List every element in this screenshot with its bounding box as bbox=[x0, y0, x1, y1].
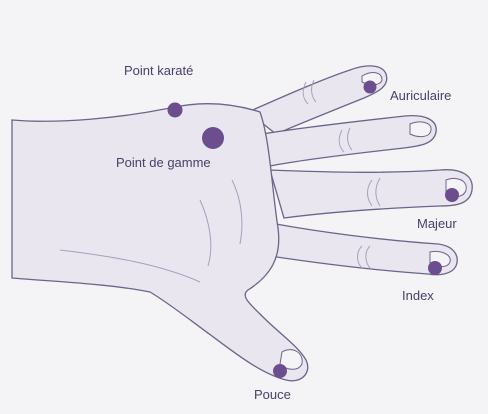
label-auriculaire: Auriculaire bbox=[390, 88, 451, 103]
point-karate-marker bbox=[168, 103, 183, 118]
label-majeur: Majeur bbox=[417, 216, 457, 231]
label-point-de-gamme: Point de gamme bbox=[116, 155, 211, 170]
label-point-karate: Point karaté bbox=[124, 63, 193, 78]
pouce-marker bbox=[273, 364, 287, 378]
point-de-gamme-marker bbox=[202, 127, 224, 149]
label-index: Index bbox=[402, 288, 434, 303]
label-pouce: Pouce bbox=[254, 387, 291, 402]
majeur-marker bbox=[445, 188, 459, 202]
ring-nail bbox=[410, 122, 431, 137]
index-marker bbox=[428, 261, 442, 275]
auriculaire-marker bbox=[364, 81, 377, 94]
